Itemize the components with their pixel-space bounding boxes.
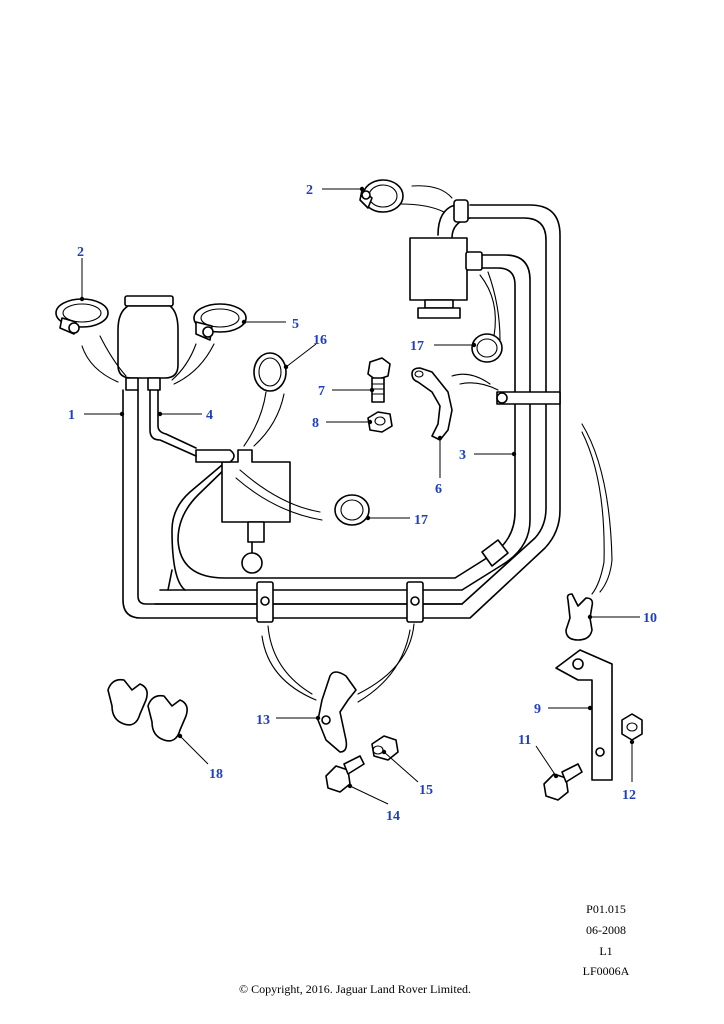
clips-18 (107, 678, 188, 742)
bolt-7 (367, 357, 391, 403)
callout-1: 1 (68, 408, 75, 423)
callout-labels: 1 2 2 3 4 5 6 7 8 9 10 11 12 13 14 15 16… (68, 183, 657, 824)
hose-clamp-left (55, 298, 109, 335)
copyright-notice: © Copyright, 2016. Jaguar Land Rover Lim… (238, 982, 472, 996)
callout-10: 10 (643, 611, 657, 626)
callout-7: 7 (318, 384, 325, 399)
callout-13: 13 (256, 713, 270, 728)
nut-12 (621, 713, 643, 741)
lower-canister (195, 449, 291, 574)
upper-canister (409, 237, 483, 319)
callout-14: 14 (386, 809, 400, 824)
callout-4: 4 (206, 408, 213, 423)
drawing-date: 06-2008 (586, 923, 626, 937)
o-ring-17-upper (471, 333, 503, 363)
bolt-11 (543, 763, 583, 801)
hose-clamp-upper (359, 179, 404, 213)
bracket-6 (411, 367, 453, 441)
bolt-14 (325, 755, 365, 793)
drawing-level: L1 (599, 944, 613, 958)
hose-clamp-right (193, 303, 247, 341)
callout-18: 18 (209, 767, 223, 782)
callout-15: 15 (419, 783, 433, 798)
callout-9: 9 (534, 702, 541, 717)
callout-2-upper: 2 (306, 183, 313, 198)
callout-16: 16 (313, 333, 327, 348)
callout-6: 6 (435, 482, 442, 497)
drawing-code: LF0006A (582, 964, 630, 978)
o-ring-16 (253, 352, 287, 392)
callout-5: 5 (292, 317, 299, 332)
o-ring-17-lower (334, 494, 370, 526)
callout-11: 11 (518, 733, 531, 748)
bracket-13 (317, 671, 357, 753)
leader-lines (79, 186, 640, 805)
bracket-9 (555, 649, 613, 781)
callout-2-left: 2 (77, 245, 84, 260)
hose-assembly (122, 199, 561, 623)
nut-15 (371, 735, 399, 761)
callout-8: 8 (312, 416, 319, 431)
nut-8 (367, 411, 393, 433)
callout-3: 3 (459, 448, 466, 463)
drawing-ref: P01.015 (586, 902, 626, 916)
callout-12: 12 (622, 788, 636, 803)
reservoir-bottle (117, 295, 197, 457)
callout-17-upper: 17 (410, 339, 424, 354)
indicator-arcs (81, 185, 613, 703)
callout-17-lower: 17 (414, 513, 428, 528)
